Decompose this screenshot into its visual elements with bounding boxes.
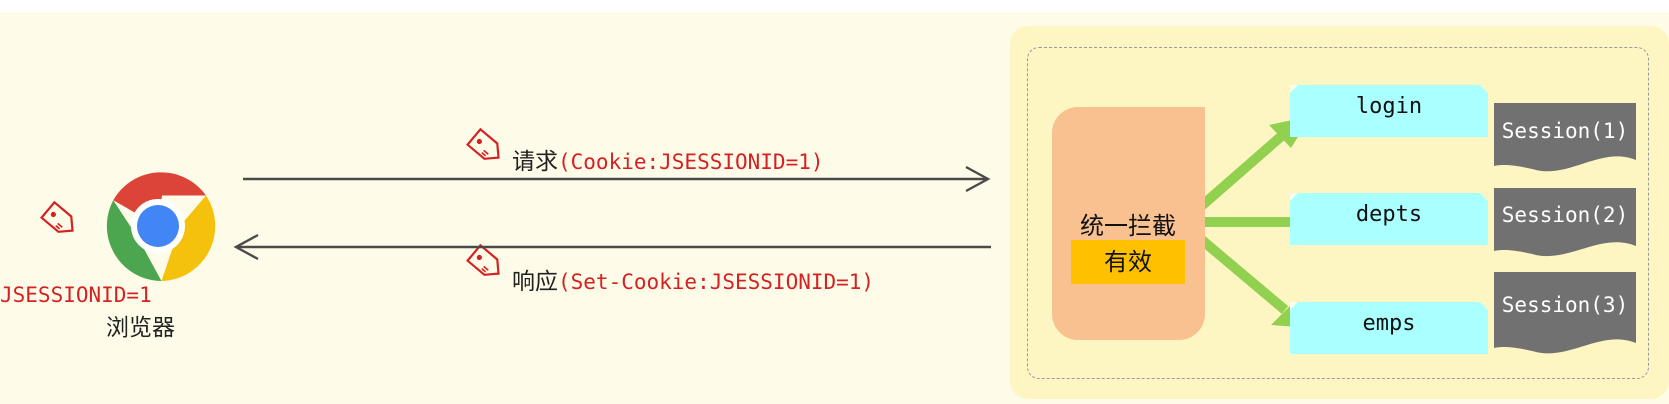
response-arrow — [233, 233, 991, 261]
browser-tag-icon — [40, 200, 74, 233]
request-label: 请求(Cookie:JSESSIONID=1) — [512, 142, 824, 176]
interceptor-box — [1052, 107, 1205, 340]
response-prefix: 响应 — [512, 269, 558, 295]
request-arrow — [243, 165, 991, 193]
interceptor-label: 统一拦截 — [1080, 212, 1176, 240]
session-label-1: Session(1) — [1501, 119, 1629, 143]
request-detail: (Cookie:JSESSIONID=1) — [558, 150, 824, 174]
session-label-3: Session(3) — [1501, 293, 1629, 317]
route-depts: depts — [1290, 193, 1488, 245]
request-tag-icon — [466, 127, 500, 160]
session-label-2: Session(2) — [1501, 203, 1629, 227]
session-box-1 — [1494, 103, 1636, 172]
response-tag-icon — [466, 243, 500, 276]
route-emps: emps — [1290, 302, 1488, 354]
response-label: 响应(Set-Cookie:JSESSIONID=1) — [512, 262, 874, 296]
browser-label: 浏览器 — [106, 315, 175, 341]
valid-badge: 有效 — [1071, 240, 1185, 284]
server-boundary — [1027, 47, 1649, 379]
session-box-2 — [1494, 188, 1636, 257]
request-prefix: 请求 — [512, 149, 558, 175]
response-detail: (Set-Cookie:JSESSIONID=1) — [558, 270, 875, 294]
chrome-icon — [106, 172, 216, 281]
route-login: login — [1290, 85, 1488, 137]
session-box-3 — [1494, 272, 1636, 354]
browser-cookie-id: JSESSIONID=1 — [0, 283, 152, 307]
